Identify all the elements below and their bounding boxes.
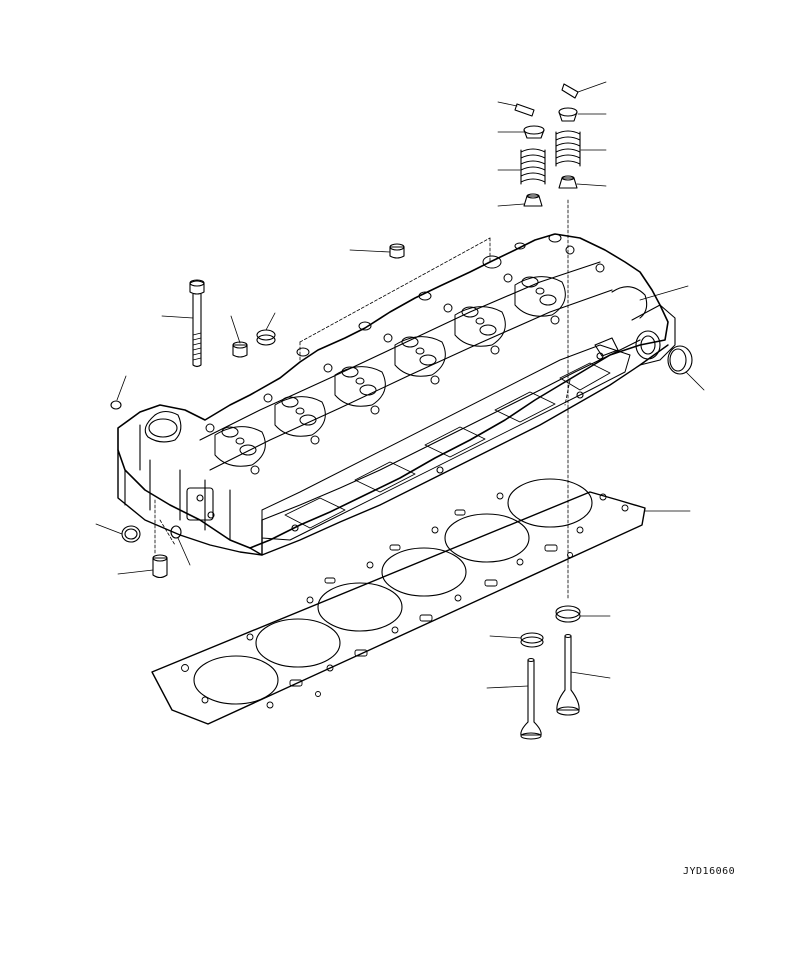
valve-train-right — [556, 84, 580, 715]
valve-train-left — [515, 104, 545, 739]
phantom-center-lines — [155, 200, 570, 600]
small-parts-left — [111, 244, 692, 578]
cylinder-head — [118, 234, 675, 555]
head-bolt — [190, 280, 204, 367]
cylinder-head-gasket — [152, 479, 645, 724]
leader-lines — [96, 82, 704, 688]
drawing-code-label: JYD16060 — [683, 866, 736, 877]
